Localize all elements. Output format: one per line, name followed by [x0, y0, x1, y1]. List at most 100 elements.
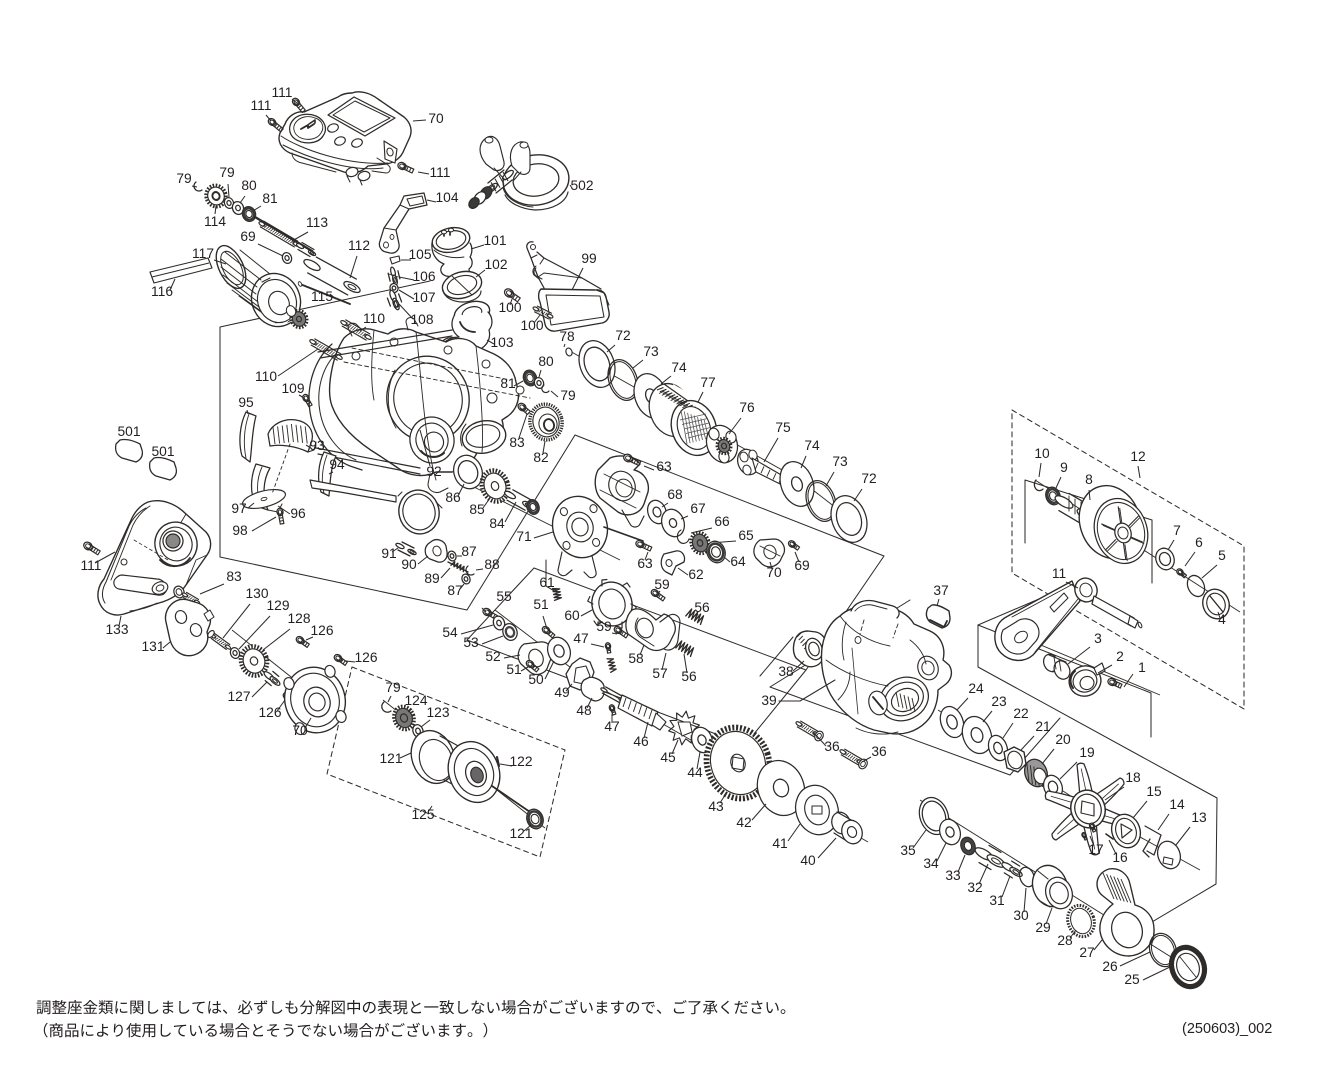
- svg-text:125: 125: [411, 807, 434, 822]
- svg-text:56: 56: [694, 600, 710, 615]
- svg-text:89: 89: [424, 571, 440, 586]
- svg-text:29: 29: [1035, 920, 1051, 935]
- svg-text:128: 128: [287, 611, 310, 626]
- svg-text:110: 110: [363, 311, 385, 326]
- svg-text:49: 49: [554, 685, 570, 700]
- svg-text:74: 74: [804, 438, 820, 453]
- svg-text:59: 59: [596, 619, 612, 634]
- svg-text:95: 95: [238, 395, 254, 410]
- svg-text:127: 127: [227, 689, 250, 704]
- svg-text:40: 40: [800, 853, 816, 868]
- svg-text:70: 70: [428, 111, 444, 126]
- svg-text:98: 98: [232, 523, 248, 538]
- svg-text:121: 121: [379, 751, 402, 766]
- svg-text:70: 70: [292, 723, 308, 738]
- svg-text:117: 117: [192, 246, 214, 261]
- svg-text:32: 32: [967, 880, 982, 895]
- svg-text:109: 109: [281, 381, 304, 396]
- svg-text:74: 74: [671, 360, 687, 375]
- svg-text:53: 53: [463, 635, 479, 650]
- svg-text:79: 79: [385, 680, 401, 695]
- svg-text:82: 82: [533, 450, 548, 465]
- svg-text:112: 112: [348, 238, 370, 253]
- svg-text:66: 66: [714, 514, 730, 529]
- svg-text:130: 130: [245, 586, 268, 601]
- svg-text:37: 37: [933, 583, 948, 598]
- svg-text:116: 116: [151, 284, 173, 299]
- svg-text:23: 23: [991, 694, 1007, 709]
- svg-text:31: 31: [989, 893, 1004, 908]
- svg-text:27: 27: [1079, 945, 1094, 960]
- svg-text:100: 100: [498, 300, 521, 315]
- svg-text:87: 87: [461, 544, 476, 559]
- svg-text:10: 10: [1034, 446, 1050, 461]
- svg-text:51: 51: [506, 662, 521, 677]
- svg-text:131: 131: [141, 639, 164, 654]
- svg-text:28: 28: [1057, 933, 1073, 948]
- svg-text:17: 17: [1088, 842, 1103, 857]
- svg-text:45: 45: [660, 750, 676, 765]
- svg-text:77: 77: [700, 375, 715, 390]
- svg-text:8: 8: [1085, 472, 1093, 487]
- svg-text:96: 96: [290, 506, 306, 521]
- svg-text:73: 73: [832, 454, 848, 469]
- svg-text:84: 84: [489, 516, 505, 531]
- svg-text:42: 42: [736, 815, 751, 830]
- svg-text:124: 124: [404, 693, 427, 708]
- svg-text:12: 12: [1130, 449, 1145, 464]
- svg-text:78: 78: [559, 329, 575, 344]
- svg-text:69: 69: [794, 558, 810, 573]
- svg-text:72: 72: [861, 471, 876, 486]
- svg-text:26: 26: [1102, 959, 1118, 974]
- svg-text:67: 67: [690, 501, 705, 516]
- svg-text:83: 83: [226, 569, 242, 584]
- svg-text:60: 60: [564, 608, 580, 623]
- svg-text:86: 86: [445, 490, 461, 505]
- svg-text:129: 129: [266, 598, 289, 613]
- svg-text:36: 36: [824, 739, 840, 754]
- svg-text:106: 106: [412, 269, 435, 284]
- svg-text:111: 111: [272, 85, 293, 100]
- svg-text:41: 41: [772, 836, 787, 851]
- svg-text:30: 30: [1013, 908, 1029, 923]
- svg-text:111: 111: [430, 165, 451, 180]
- svg-text:87: 87: [447, 583, 462, 598]
- svg-text:79: 79: [176, 171, 192, 186]
- svg-text:6: 6: [1195, 535, 1203, 550]
- svg-text:52: 52: [485, 649, 500, 664]
- svg-text:2: 2: [1116, 649, 1124, 664]
- svg-text:102: 102: [484, 257, 507, 272]
- svg-text:94: 94: [329, 457, 345, 472]
- svg-text:44: 44: [687, 765, 703, 780]
- svg-text:(250603)_002: (250603)_002: [1182, 1021, 1272, 1037]
- svg-text:11: 11: [1052, 566, 1066, 581]
- svg-text:107: 107: [412, 290, 435, 305]
- svg-text:79: 79: [219, 165, 235, 180]
- svg-text:39: 39: [761, 693, 777, 708]
- svg-text:97: 97: [231, 501, 246, 516]
- svg-text:48: 48: [576, 703, 592, 718]
- svg-text:69: 69: [240, 229, 256, 244]
- svg-text:126: 126: [354, 650, 377, 665]
- svg-text:122: 122: [509, 754, 532, 769]
- svg-text:9: 9: [1060, 460, 1068, 475]
- svg-text:15: 15: [1146, 784, 1162, 799]
- svg-text:20: 20: [1055, 732, 1071, 747]
- svg-text:3: 3: [1094, 631, 1102, 646]
- svg-text:115: 115: [311, 289, 333, 304]
- svg-text:62: 62: [688, 567, 703, 582]
- svg-text:63: 63: [656, 459, 672, 474]
- svg-text:34: 34: [923, 856, 939, 871]
- svg-text:25: 25: [1124, 972, 1140, 987]
- svg-text:99: 99: [581, 251, 597, 266]
- svg-text:83: 83: [509, 435, 525, 450]
- svg-text:65: 65: [738, 528, 754, 543]
- svg-text:103: 103: [490, 335, 513, 350]
- svg-text:90: 90: [401, 557, 417, 572]
- svg-text:501: 501: [151, 444, 174, 459]
- svg-text:111: 111: [81, 558, 102, 573]
- svg-text:47: 47: [604, 719, 619, 734]
- svg-text:50: 50: [528, 672, 544, 687]
- svg-text:105: 105: [408, 247, 431, 262]
- svg-text:1: 1: [1138, 660, 1146, 675]
